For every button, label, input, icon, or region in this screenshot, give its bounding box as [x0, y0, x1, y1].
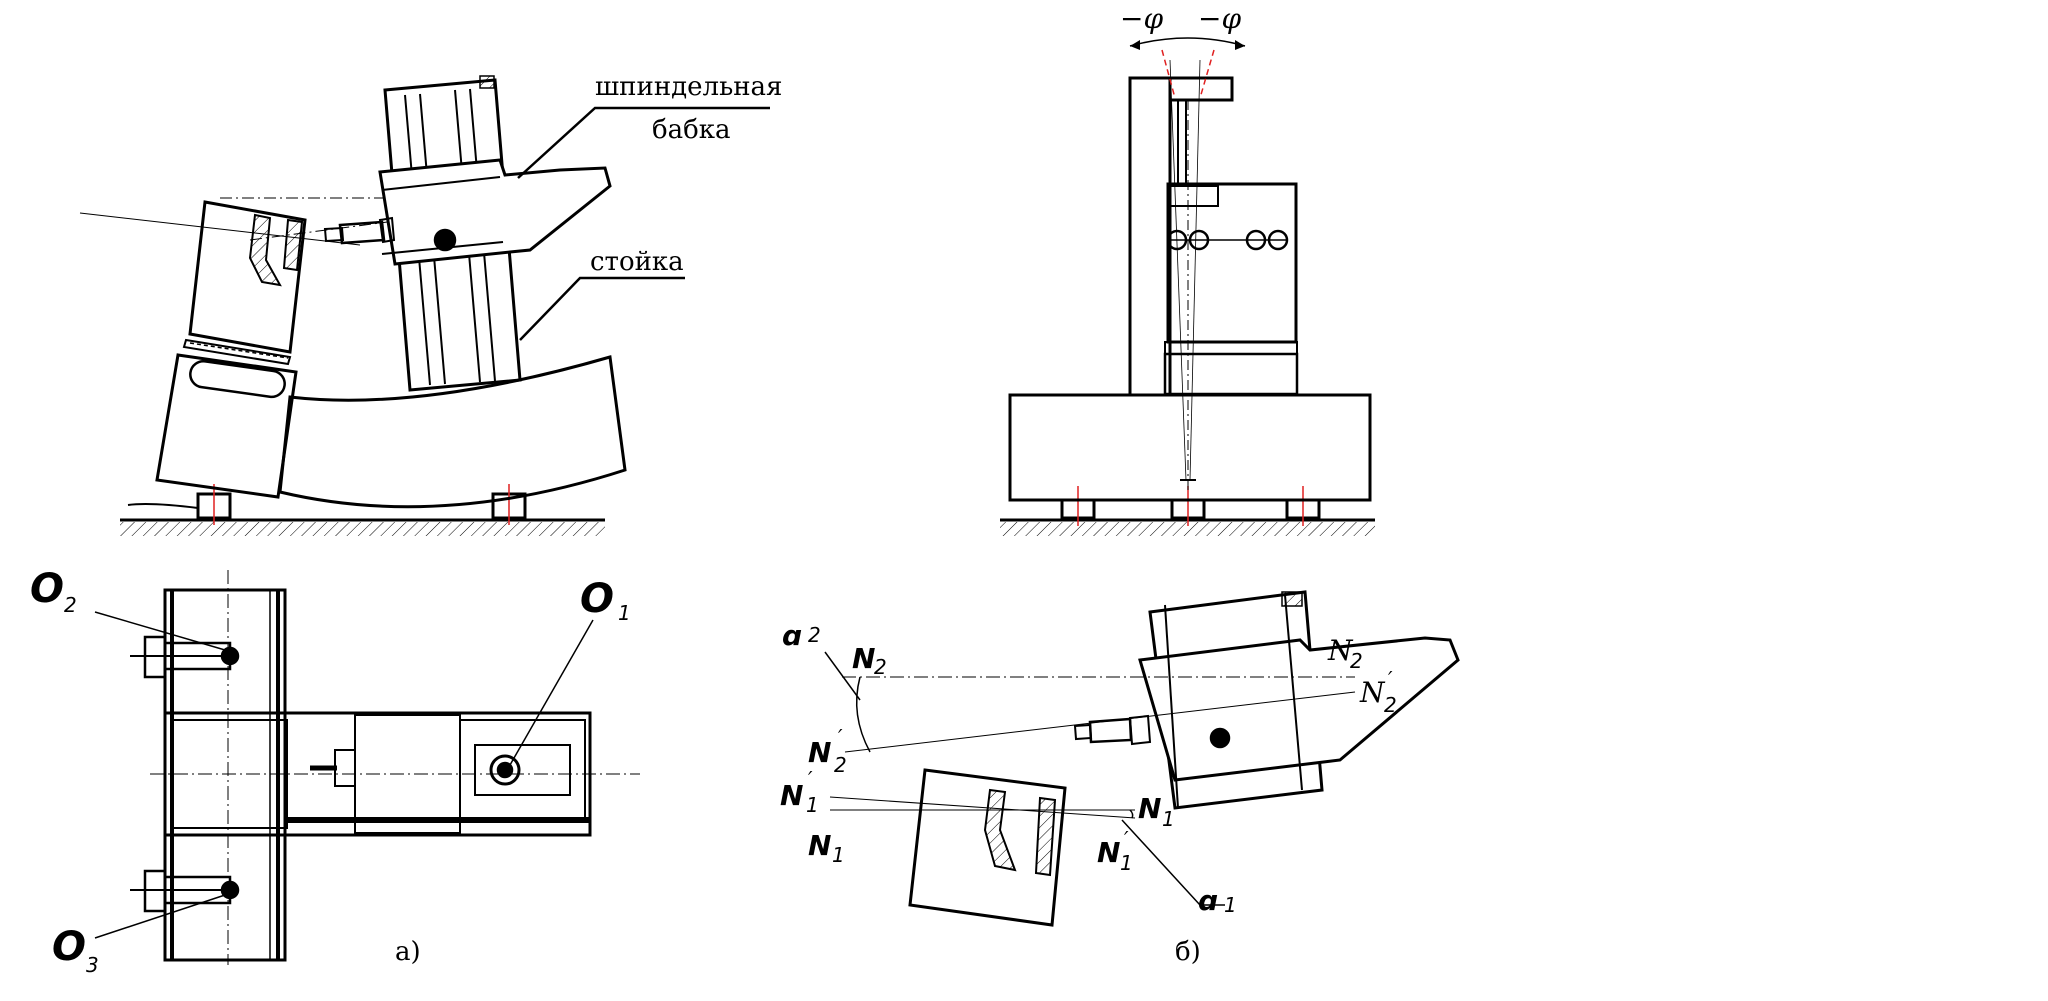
n2p-right-letter: N	[1359, 676, 1386, 709]
n2-left-label: N 2	[852, 642, 887, 679]
n1p-left-label: N 1 ′	[780, 767, 819, 817]
n2-right-subscript: 2	[1350, 649, 1363, 673]
o1-letter: O	[580, 576, 614, 622]
n2-right-letter: N	[1327, 634, 1354, 667]
o2-subscript: 2	[64, 593, 77, 617]
n1p-right-letter: N	[1097, 836, 1120, 869]
n1-left-letter: N	[808, 829, 831, 862]
n1p-right-subscript: 1	[1120, 851, 1133, 875]
alpha1-letter: ɑ	[1198, 884, 1218, 917]
point-o3-label: O 3	[52, 924, 99, 977]
o2-letter: O	[30, 566, 64, 612]
front-view	[1000, 37, 1375, 536]
alpha2-subscript: 2	[808, 623, 821, 647]
n1-left-subscript: 1	[832, 843, 845, 867]
n1-right-label: N 1	[1138, 792, 1175, 831]
alpha2-label: ɑ 2	[782, 619, 821, 652]
alpha1-label: ɑ 1	[1198, 884, 1237, 917]
n1p-left-subscript: 1	[806, 793, 819, 817]
stand-label: стойка	[590, 247, 684, 277]
n1p-right-prime: ′	[1124, 827, 1129, 851]
n2-left-letter: N	[852, 642, 875, 675]
n1p-right-label: N 1 ′	[1097, 827, 1133, 875]
point-o2-label: O 2	[30, 566, 77, 617]
point-o1-label: O 1	[580, 576, 631, 625]
n2p-left-prime: ′	[838, 725, 843, 749]
side-view	[79, 75, 770, 536]
phi-left-label: −φ	[1120, 2, 1163, 35]
n1p-left-letter: N	[780, 779, 803, 812]
alpha1-subscript: 1	[1224, 893, 1237, 917]
phi-right-label: −φ	[1198, 2, 1241, 35]
plan-view	[94, 570, 640, 965]
o3-subscript: 3	[86, 953, 99, 977]
o3-letter: O	[52, 924, 86, 970]
caption-b: б)	[1175, 937, 1201, 967]
n2p-right-label: N 2 ′	[1359, 667, 1397, 717]
n2p-left-letter: N	[808, 736, 831, 769]
alpha2-letter: ɑ	[782, 619, 802, 652]
n1-left-label: N 1	[808, 829, 845, 867]
o1-subscript: 1	[618, 601, 631, 625]
n2p-right-prime: ′	[1388, 667, 1393, 691]
n1-right-letter: N	[1138, 792, 1161, 825]
n2-right-label: N 2	[1327, 634, 1363, 673]
n1-right-subscript: 1	[1162, 807, 1175, 831]
n2p-right-subscript: 2	[1384, 693, 1397, 717]
caption-a: а)	[395, 937, 421, 967]
n2p-left-subscript: 2	[834, 753, 847, 777]
n2p-left-label: N 2 ′	[808, 725, 847, 777]
n2-left-subscript: 2	[874, 655, 887, 679]
n1p-left-prime: ′	[808, 767, 813, 791]
angle-diagram	[824, 590, 1460, 927]
spindle-head-label-line2: бабка	[652, 115, 731, 145]
spindle-head-label-line1: шпиндельная	[595, 72, 782, 102]
